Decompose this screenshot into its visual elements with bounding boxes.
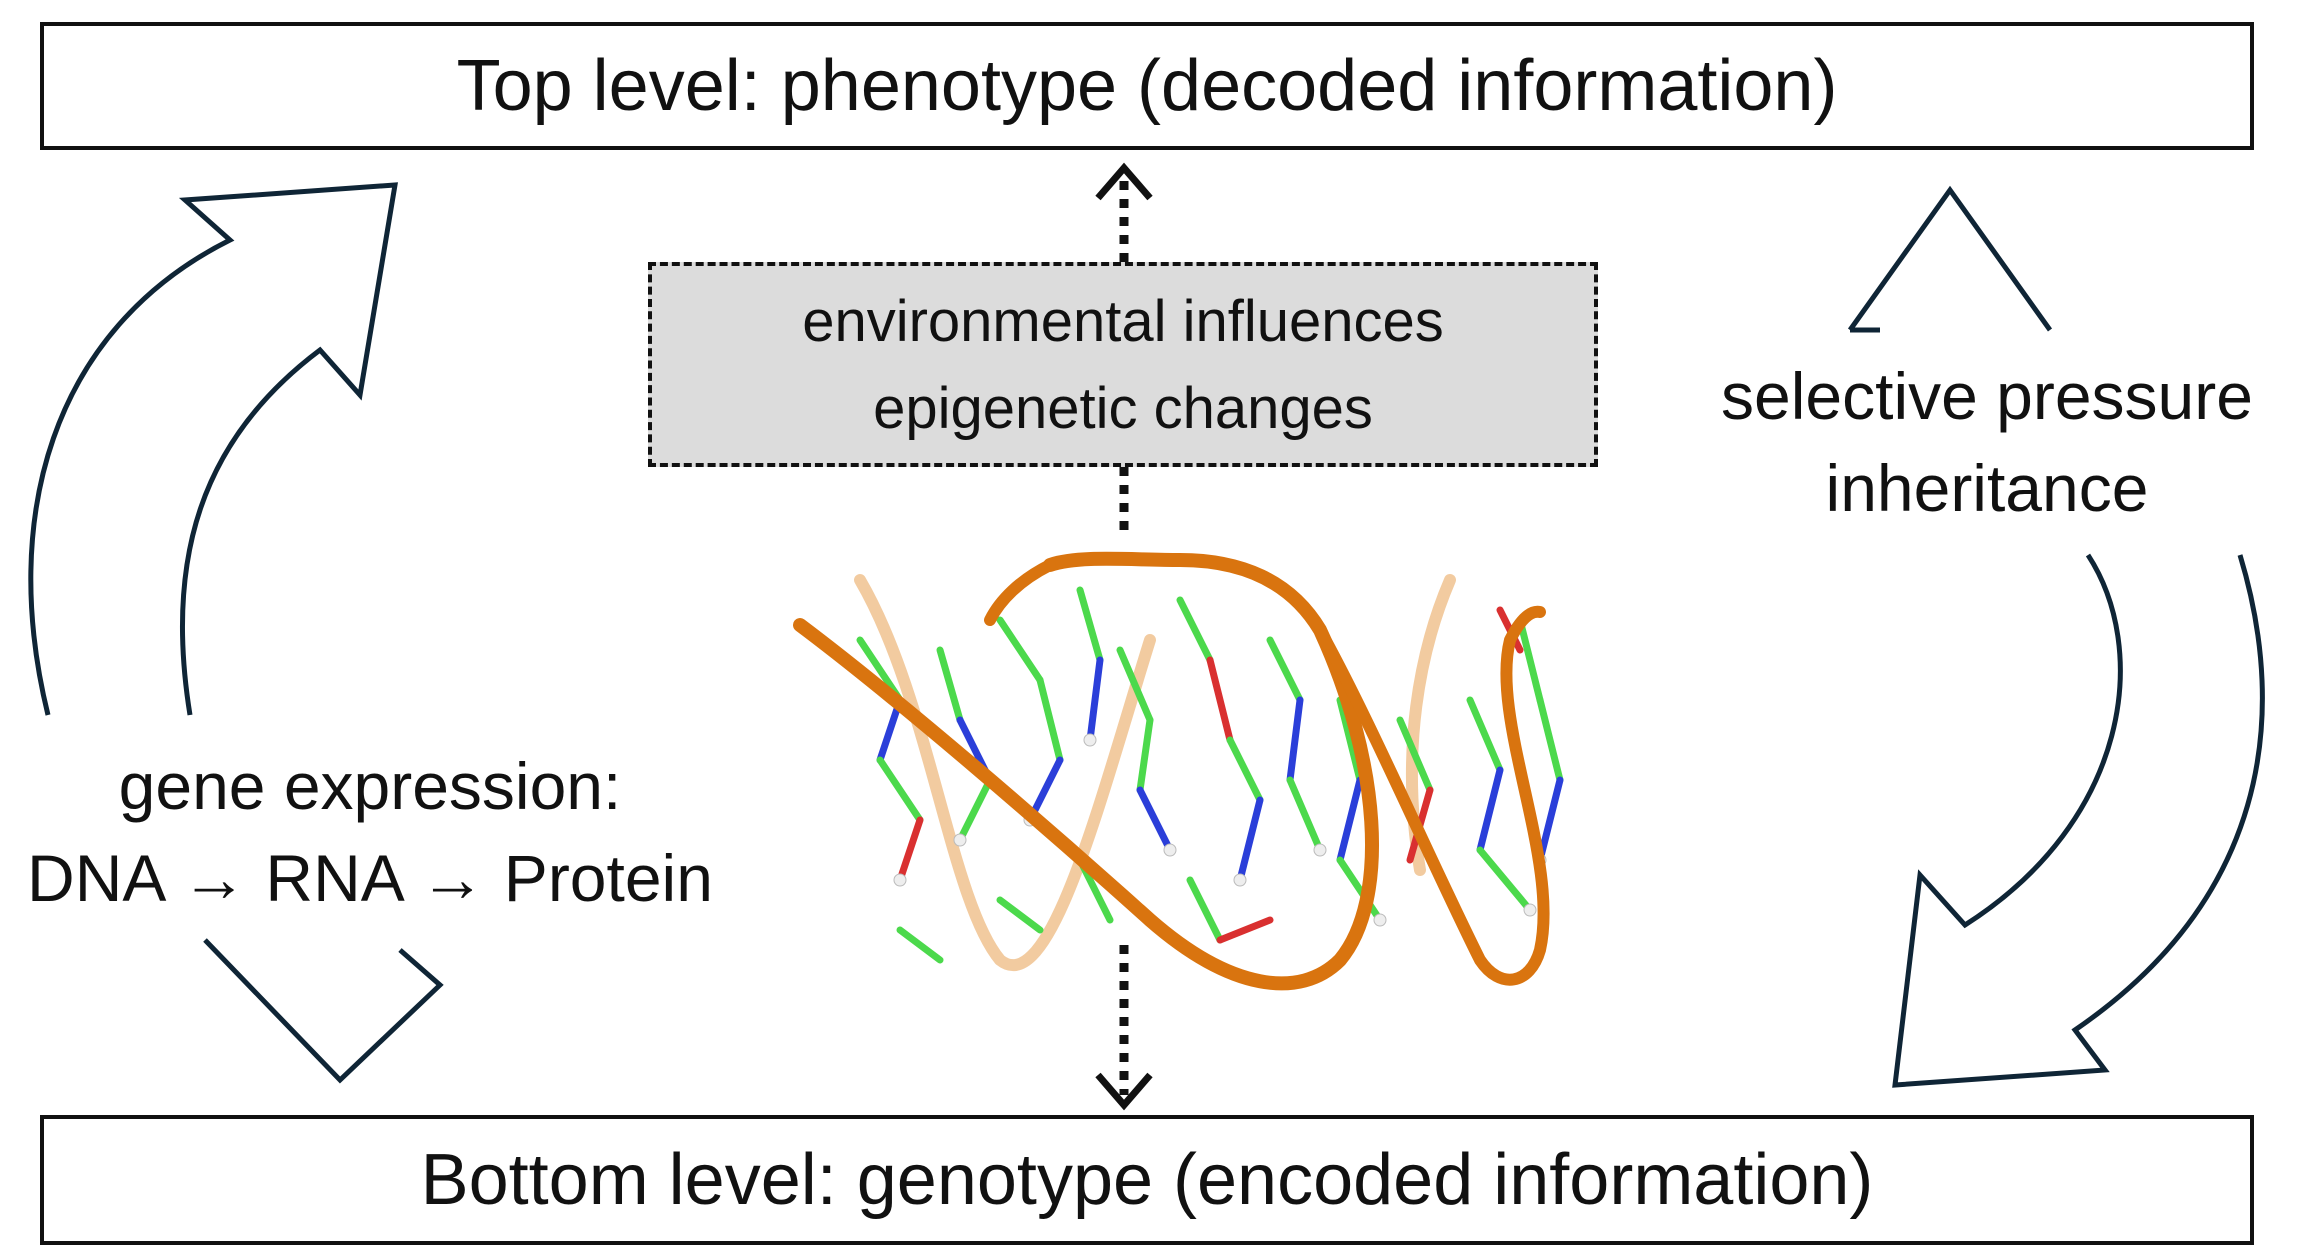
gene-expression-label: gene expression: DNA → RNA → Protein [0,740,740,925]
selection-line2: inheritance [1825,451,2149,526]
environment-box: environmental influences epigenetic chan… [648,262,1598,467]
top-level-box: Top level: phenotype (decoded informatio… [40,22,2254,150]
gene-expression-line2: DNA → RNA → Protein [27,841,713,916]
dotted-double-arrow-icon [1095,162,1153,1111]
dna-helix-image [793,551,1564,991]
selection-label: selective pressure inheritance [1660,350,2314,535]
selection-line1: selective pressure [1721,359,2253,433]
right-curved-arrow-icon [1847,185,2265,1088]
environment-line2: epigenetic changes [873,375,1373,441]
bottom-level-box: Bottom level: genotype (encoded informat… [40,1115,2254,1245]
bottom-level-label: Bottom level: genotype (encoded informat… [420,1140,1874,1220]
gene-expression-line1: gene expression: [118,749,622,823]
environment-line1: environmental influences [802,288,1444,354]
left-curved-arrow-icon [28,182,444,1084]
top-level-label: Top level: phenotype (decoded informatio… [456,46,1838,126]
